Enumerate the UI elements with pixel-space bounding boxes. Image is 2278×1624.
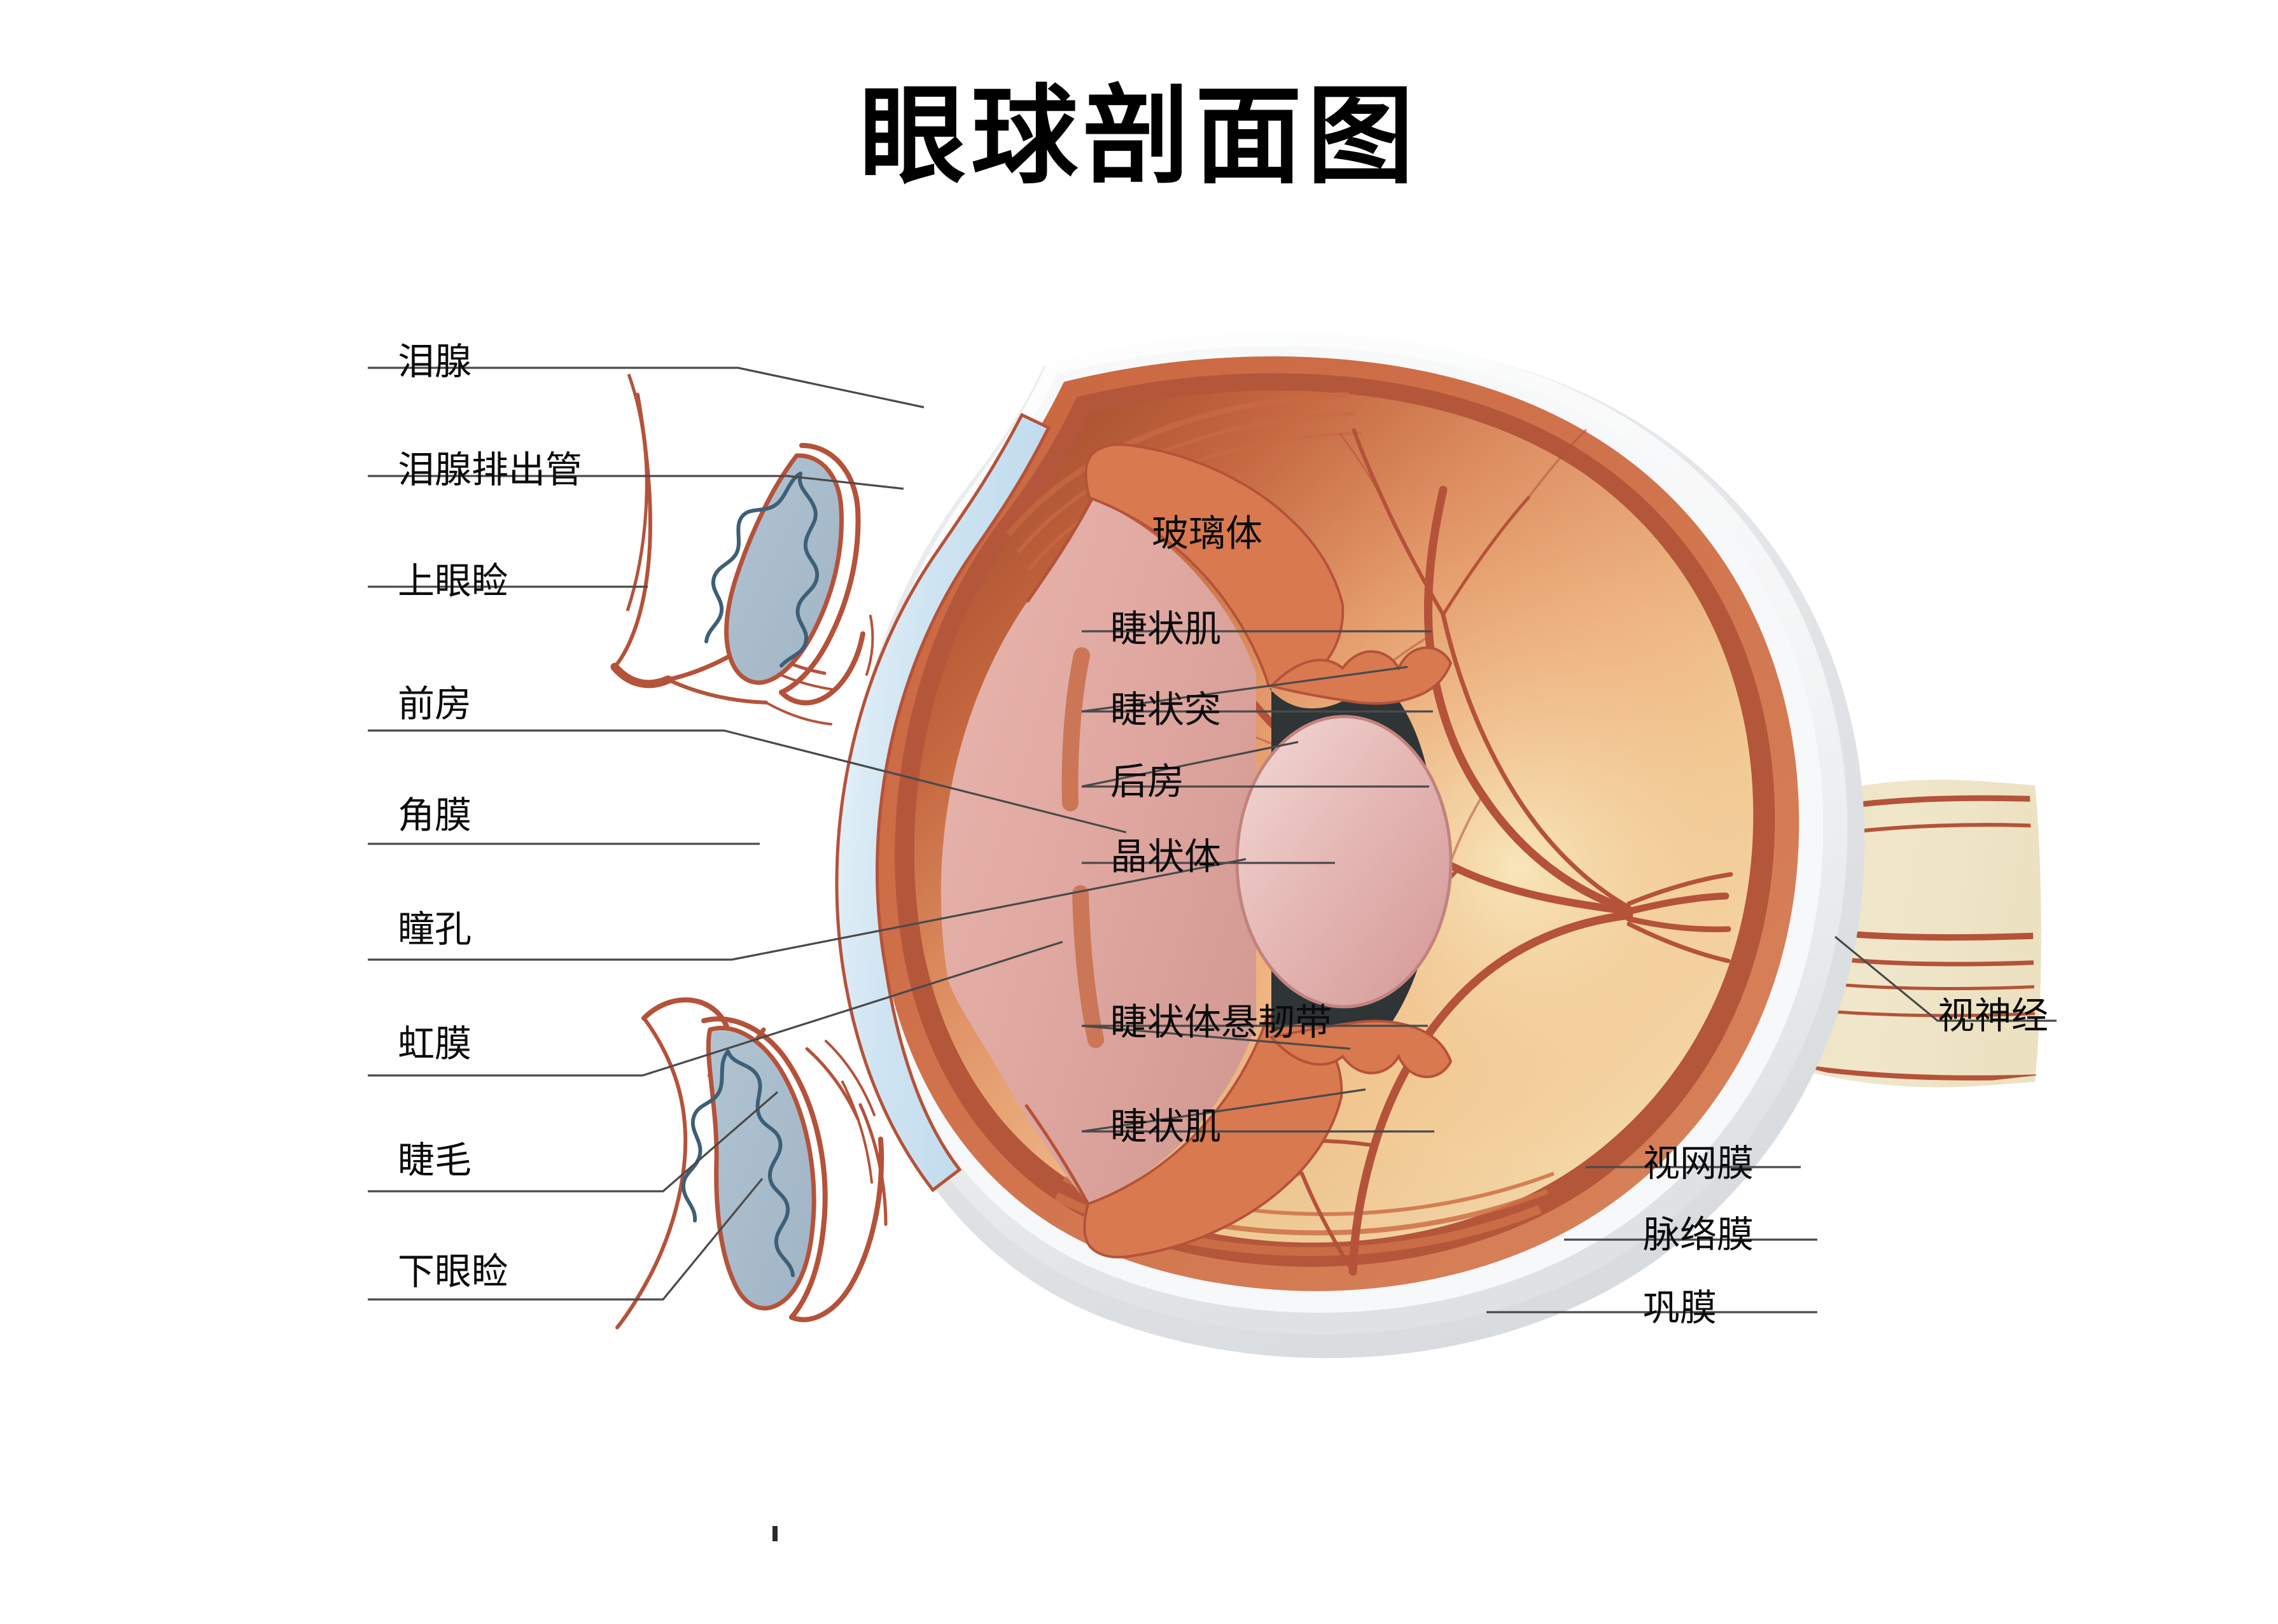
label-ciliary-muscle-upper: 睫状肌	[1110, 608, 1222, 650]
label-choroid: 脉络膜	[1643, 1214, 1754, 1256]
label-optic-nerve: 视神经	[1938, 995, 2049, 1037]
label-anterior-chamber: 前房	[398, 683, 472, 725]
label-pupil: 瞳孔	[398, 909, 472, 950]
label-cornea: 角膜	[398, 795, 472, 836]
label-vitreous-body: 玻璃体	[1152, 513, 1263, 554]
label-ciliary-zonule: 睫状体悬韧带	[1110, 1002, 1332, 1043]
label-lacrimal-gland: 泪腺	[398, 341, 472, 382]
lacrimal-duct-curve	[625, 374, 648, 612]
artifact-mark	[772, 1526, 778, 1541]
leader-lines	[368, 367, 2057, 1313]
label-sclera: 巩膜	[1643, 1287, 1717, 1329]
label-lacrimal-duct: 泪腺排出管	[398, 449, 583, 491]
label-lower-eyelid: 下眼睑	[398, 1251, 509, 1292]
label-retina: 视网膜	[1643, 1143, 1754, 1184]
label-iris: 虹膜	[398, 1023, 472, 1065]
label-eyelash: 睫毛	[398, 1140, 472, 1181]
label-ciliary-muscle-lower: 睫状肌	[1110, 1106, 1222, 1147]
tarsal-gland-upper	[704, 453, 844, 685]
label-upper-eyelid: 上眼睑	[398, 561, 509, 602]
label-lens: 晶状体	[1110, 836, 1222, 878]
tarsal-gland-lower	[681, 1025, 816, 1311]
page-title: 眼球剖面图	[859, 76, 1419, 196]
anterior-segment	[835, 412, 1453, 1259]
label-posterior-chamber: 后房	[1110, 761, 1185, 802]
label-ciliary-process: 睫状突	[1110, 689, 1222, 731]
